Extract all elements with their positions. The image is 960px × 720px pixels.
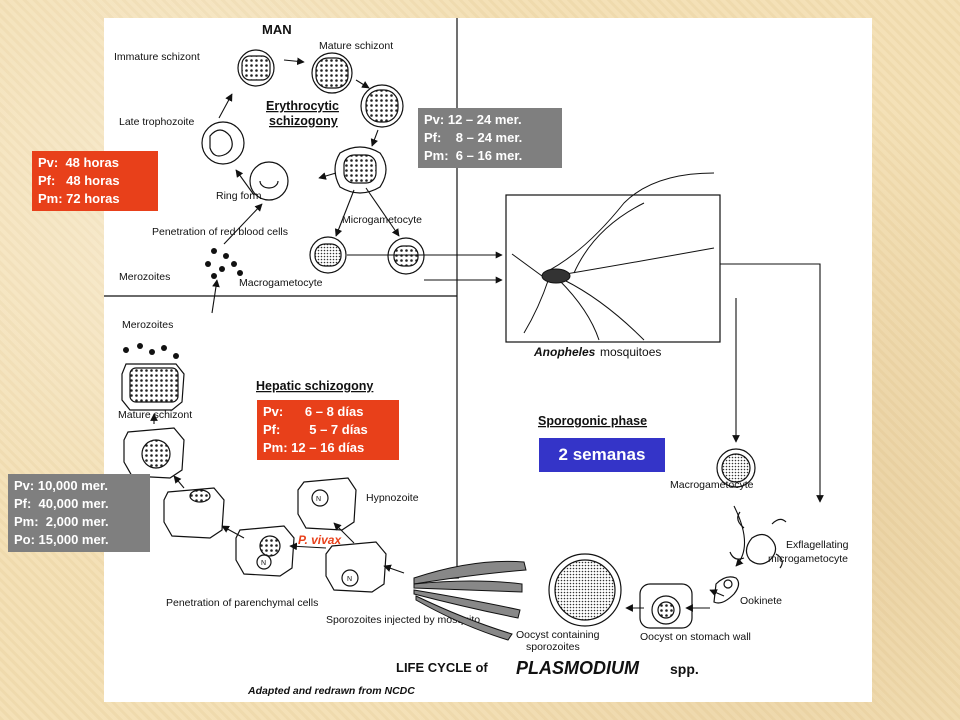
merozoites-blood-line: Pm: 6 – 16 mer. [424,148,523,163]
sporogonic-arrows [625,263,824,612]
erythrocytic-arrows [211,57,400,314]
hepatic-schizogony-label: Hepatic schizogony [256,379,373,393]
mosquitoes-label: mosquitoes [600,345,661,359]
merozoites-blood-line: Pf: 8 – 24 mer. [424,130,523,145]
hypnozoite-label: Hypnozoite [366,492,419,504]
erythrocytic-label-1: Erythrocytic [266,99,339,113]
gametocyte-arrows [347,251,503,284]
oocyst-sporozoites-label-2: sporozoites [526,641,580,653]
erythrocytic-label-2: schizogony [269,114,338,128]
hepatic-merozoites [123,343,179,359]
merozoites-blood-box: Pv: 12 – 24 mer. Pf: 8 – 24 mer. Pm: 6 –… [418,108,562,168]
ookinete-label: Ookinete [740,595,782,607]
merozoites-liver-line: Po: 15,000 mer. [14,532,109,547]
merozoites-blood-line: Pv: 12 – 24 mer. [424,112,522,127]
adapted-caption: Adapted and redrawn from NCDC [247,685,415,697]
late-trophozoite-label: Late trophozoite [119,116,194,128]
merozoites-liver-line: Pf: 40,000 mer. [14,496,109,511]
spp-title: spp. [670,661,699,677]
merozoites-cluster [205,248,243,279]
plasmodium-title: PLASMODIUM [516,658,640,678]
merozoites-liver-box: Pv: 10,000 mer. Pf: 40,000 mer. Pm: 2,00… [8,474,150,552]
erythrocytic-cells [201,49,425,275]
hepatic-cells [121,363,387,593]
oocyst-stomach-label: Oocyst on stomach wall [640,631,751,643]
macrogametocyte-right-label: Macrogametocyte [670,479,754,491]
hepatic-duration-line: Pv: 6 – 8 días [263,404,364,419]
p-vivax-label: P. vivax [298,533,342,547]
mature-schizont-top-label: Mature schizont [319,40,393,52]
merozoites-top-label: Merozoites [119,271,170,283]
hepatic-duration-line: Pf: 5 – 7 días [263,422,368,437]
sporogonic-phase-label: Sporogonic phase [538,414,647,428]
exflagellating-label-2: microgametocyte [768,553,848,565]
mature-schizont-bottom-label: Mature schizont [118,409,192,421]
erythrocytic-duration-line: Pm: 72 horas [38,191,120,206]
penetration-parenchymal-label: Penetration of parenchymal cells [166,597,318,609]
hepatic-duration-box: Pv: 6 – 8 días Pf: 5 – 7 días Pm: 12 – 1… [257,400,399,460]
hepatic-arrows [150,413,460,584]
erythrocytic-duration-box: Pv: 48 horas Pf: 48 horas Pm: 72 horas [32,151,158,211]
anopheles-label: Anopheles [533,345,596,359]
ring-form-label: Ring form [216,190,262,202]
life-cycle-title: LIFE CYCLE of [396,660,488,675]
mosquito-icon [511,172,715,341]
microgametocyte-label: Microgametocyte [342,214,422,226]
life-cycle-svg: MAN Immature schizont Mature schizont Er… [104,18,849,697]
sporogonic-cells [548,448,787,629]
merozoites-liver-line: Pm: 2,000 mer. [14,514,109,529]
nucleus-parenchymal-label: N [347,576,352,583]
sporozoites-bundle [413,560,527,641]
nucleus-hepatic-label: N [261,560,266,567]
sporogonic-duration-box: 2 semanas [539,438,665,472]
penetration-rbc-label: Penetration of red blood cells [152,226,288,238]
macrogametocyte-left-label: Macrogametocyte [239,277,323,289]
erythrocytic-duration-line: Pv: 48 horas [38,155,119,170]
merozoites-bottom-label: Merozoites [122,319,173,331]
immature-schizont-label: Immature schizont [114,51,200,63]
oocyst-sporozoites-label-1: Oocyst containing [516,629,600,641]
man-label: MAN [262,22,292,37]
exflagellating-label-1: Exflagellating [786,539,849,551]
erythrocytic-duration-line: Pf: 48 horas [38,173,120,188]
mosquito-panel [505,194,721,343]
sporozoites-injected-label: Sporozoites injected by mosquito [326,614,480,626]
nucleus-hypnozoite-label: N [316,496,321,503]
hepatic-duration-line: Pm: 12 – 16 días [263,440,365,455]
merozoites-liver-line: Pv: 10,000 mer. [14,478,108,493]
